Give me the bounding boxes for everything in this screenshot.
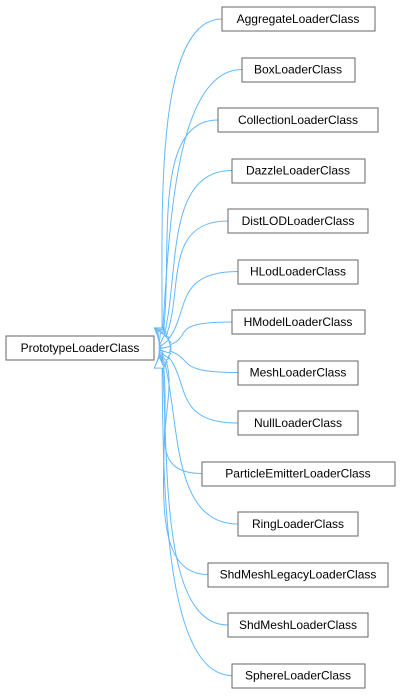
derived-class-node-h-model-loader-class[interactable]: HModelLoaderClass: [231, 309, 366, 335]
derived-class-label: DazzleLoaderClass: [246, 164, 350, 178]
inheritance-edge-shd-mesh-legacy-loader-class: [161, 354, 209, 575]
derived-class-nodes: AggregateLoaderClassBoxLoaderClassCollec…: [201, 6, 396, 689]
inheritance-edge-particle-emitter-loader-class: [161, 351, 203, 474]
derived-class-node-aggregate-loader-class[interactable]: AggregateLoaderClass: [221, 6, 376, 32]
derived-class-label: CollectionLoaderClass: [238, 113, 358, 127]
derived-class-box: [237, 511, 359, 537]
derived-class-node-particle-emitter-loader-class[interactable]: ParticleEmitterLoaderClass: [201, 461, 396, 487]
base-class-label: PrototypeLoaderClass: [21, 341, 140, 355]
derived-class-node-shd-mesh-legacy-loader-class[interactable]: ShdMeshLegacyLoaderClass: [207, 562, 389, 588]
derived-class-node-mesh-loader-class[interactable]: MeshLoaderClass: [237, 360, 359, 386]
derived-class-node-dazzle-loader-class[interactable]: DazzleLoaderClass: [231, 158, 366, 184]
derived-class-label: RingLoaderClass: [252, 517, 344, 531]
derived-class-box: [231, 158, 366, 184]
derived-class-node-sphere-loader-class[interactable]: SphereLoaderClass: [231, 663, 366, 689]
derived-class-label: NullLoaderClass: [254, 416, 342, 430]
derived-class-label: ParticleEmitterLoaderClass: [225, 467, 370, 481]
derived-class-label: AggregateLoaderClass: [237, 12, 360, 26]
derived-class-box: [221, 6, 376, 32]
derived-class-box: [231, 663, 366, 689]
derived-class-label: MeshLoaderClass: [250, 366, 347, 380]
derived-class-label: BoxLoaderClass: [254, 63, 342, 77]
derived-class-box: [207, 562, 389, 588]
derived-class-node-dist-lod-loader-class[interactable]: DistLODLoaderClass: [227, 208, 369, 234]
derived-class-box: [237, 410, 359, 436]
base-class-node[interactable]: PrototypeLoaderClass: [5, 335, 155, 361]
derived-class-box: [237, 259, 359, 285]
inheritance-edge-box-loader-class: [161, 69, 243, 341]
derived-class-node-null-loader-class[interactable]: NullLoaderClass: [237, 410, 359, 436]
base-class-box: [5, 335, 155, 361]
inheritance-edge-aggregate-loader-class: [161, 18, 223, 339]
derived-class-box: [227, 612, 369, 638]
derived-class-box: [237, 360, 359, 386]
inheritance-arrowhead-sphere-loader-class: [153, 355, 166, 369]
derived-class-box: [217, 107, 379, 133]
derived-class-node-shd-mesh-loader-class[interactable]: ShdMeshLoaderClass: [227, 612, 369, 638]
inheritance-edge-collection-loader-class: [161, 119, 219, 342]
inheritance-edge-dazzle-loader-class: [161, 170, 233, 344]
derived-class-label: HModelLoaderClass: [244, 315, 353, 329]
derived-class-node-h-lod-loader-class[interactable]: HLodLoaderClass: [237, 259, 359, 285]
inheritance-edge-null-loader-class: [161, 349, 239, 424]
inheritance-edge-h-model-loader-class: [161, 321, 233, 348]
inheritance-edge-sphere-loader-class: [161, 357, 233, 676]
inheritance-edges: [153, 18, 243, 676]
inheritance-edge-h-lod-loader-class: [161, 271, 239, 347]
derived-class-box: [227, 208, 369, 234]
derived-class-box: [231, 309, 366, 335]
inheritance-edge-ring-loader-class: [161, 352, 239, 525]
derived-class-label: DistLODLoaderClass: [242, 214, 355, 228]
derived-class-box: [241, 57, 356, 83]
inheritance-edge-dist-lod-loader-class: [161, 220, 229, 345]
inheritance-edge-mesh-loader-class: [161, 348, 239, 373]
derived-class-node-box-loader-class[interactable]: BoxLoaderClass: [241, 57, 356, 83]
derived-class-label: ShdMeshLegacyLoaderClass: [220, 568, 377, 582]
derived-class-label: HLodLoaderClass: [250, 265, 346, 279]
derived-class-box: [201, 461, 396, 487]
derived-class-node-ring-loader-class[interactable]: RingLoaderClass: [237, 511, 359, 537]
derived-class-node-collection-loader-class[interactable]: CollectionLoaderClass: [217, 107, 379, 133]
derived-class-label: SphereLoaderClass: [245, 669, 351, 683]
inheritance-edge-shd-mesh-loader-class: [161, 355, 229, 626]
derived-class-label: ShdMeshLoaderClass: [239, 618, 357, 632]
